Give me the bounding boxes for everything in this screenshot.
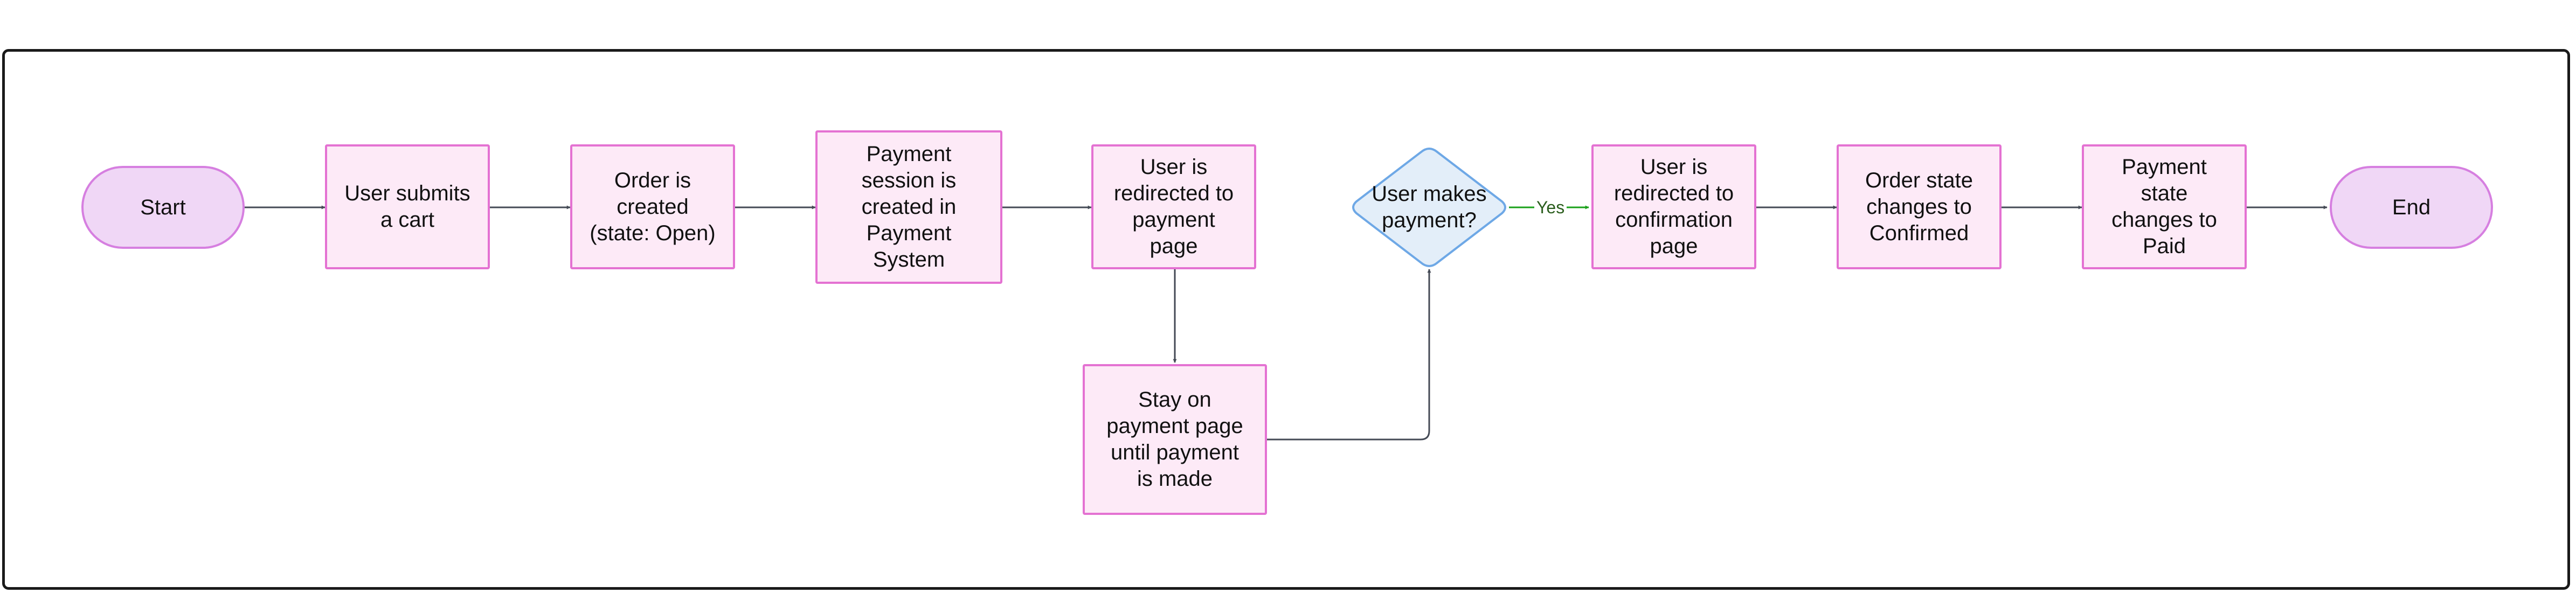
node-order-confirmed: Order state changes to Confirmed (1837, 144, 2002, 269)
node-order-created-label: Order is created (state: Open) (590, 168, 716, 245)
decision-diamond-shape (1352, 147, 1506, 268)
edge-label-yes: Yes (1534, 198, 1567, 217)
node-stay-on-payment-page-label: Stay on payment page until payment is ma… (1106, 388, 1243, 491)
node-start-label: Start (140, 195, 186, 219)
node-stay-on-payment-page: Stay on payment page until payment is ma… (1083, 364, 1267, 515)
diagram-frame (2, 49, 2570, 590)
node-start: Start (81, 166, 245, 249)
node-payment-session-label: Payment session is created in Payment Sy… (861, 142, 957, 271)
node-submit-cart-label: User submits a cart (344, 182, 470, 232)
node-end-label: End (2392, 195, 2431, 219)
node-order-confirmed-label: Order state changes to Confirmed (1865, 168, 1973, 245)
node-payment-paid-label: Payment state changes to Paid (2111, 155, 2217, 258)
node-redirect-confirmation-label: User is redirected to confirmation page (1614, 155, 1734, 258)
edge-stay-to-decision (1267, 269, 1431, 441)
node-decision-label: User makes payment? (1372, 182, 1487, 232)
node-redirect-confirmation: User is redirected to confirmation page (1591, 144, 1756, 269)
node-end: End (2330, 166, 2493, 249)
node-order-created: Order is created (state: Open) (570, 144, 735, 269)
node-redirect-payment: User is redirected to payment page (1091, 144, 1256, 269)
node-decision-payment: User makes payment? (1349, 145, 1509, 269)
node-payment-session: Payment session is created in Payment Sy… (815, 130, 1002, 284)
node-submit-cart: User submits a cart (325, 144, 490, 269)
node-redirect-payment-label: User is redirected to payment page (1113, 155, 1234, 258)
node-payment-paid: Payment state changes to Paid (2082, 144, 2247, 269)
